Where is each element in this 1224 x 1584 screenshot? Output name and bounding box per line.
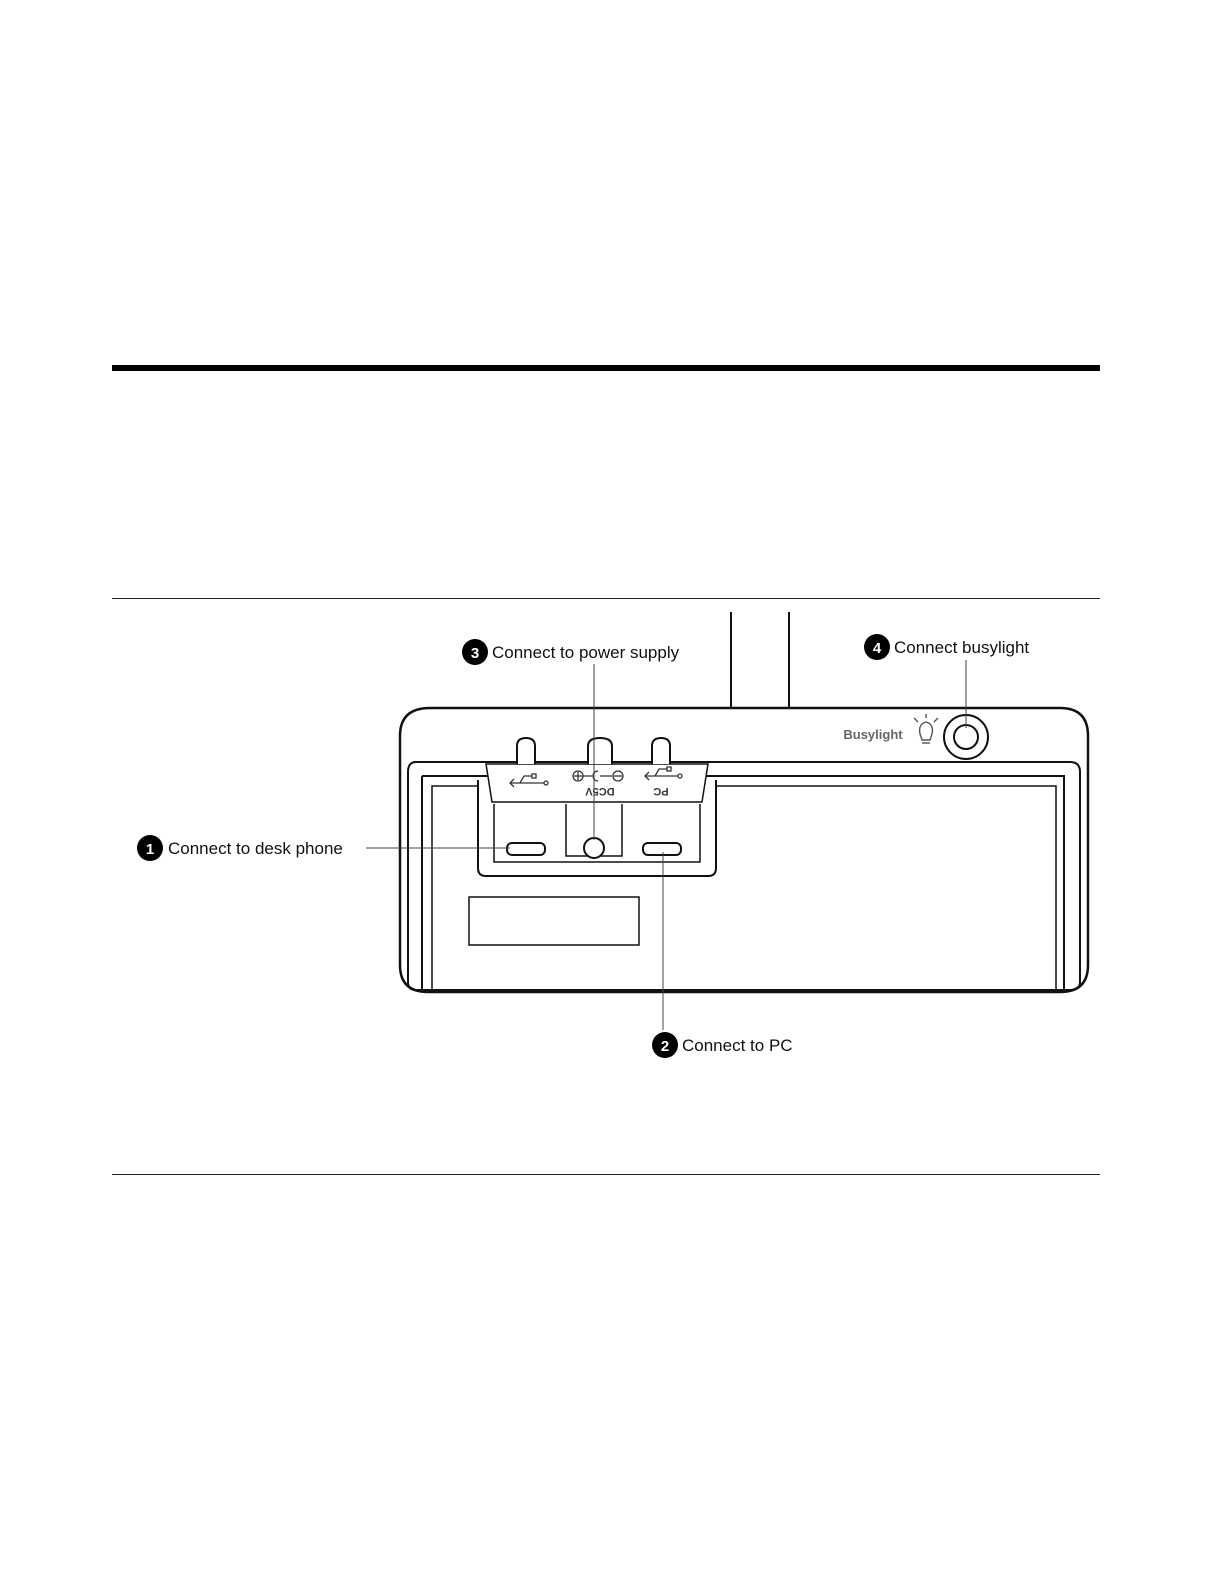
svg-text:1: 1 [146, 841, 154, 858]
power-jack [584, 838, 604, 858]
cable [731, 612, 789, 708]
svg-text:Connect to power supply: Connect to power supply [492, 643, 680, 662]
svg-text:Connect to PC: Connect to PC [682, 1036, 793, 1055]
svg-text:Connect busylight: Connect busylight [894, 638, 1029, 657]
callout-busylight: 4 Connect busylight [864, 634, 1029, 660]
diagram-top-rule [112, 598, 1100, 599]
svg-text:4: 4 [873, 640, 882, 657]
connection-diagram: DC5V PC Busylight 1 Connect to desk phon… [0, 600, 1224, 1170]
callout-power-supply: 3 Connect to power supply [462, 639, 680, 665]
pc-usb-port [643, 843, 681, 855]
desk-phone-usb-port [507, 843, 545, 855]
svg-text:Connect to desk phone: Connect to desk phone [168, 839, 343, 858]
header-rule [112, 365, 1100, 371]
svg-text:2: 2 [661, 1038, 669, 1055]
pc-port-label: PC [653, 785, 668, 797]
diagram-bottom-rule [112, 1174, 1100, 1175]
dc-port-label: DC5V [585, 785, 615, 797]
lightbulb-icon [914, 714, 938, 743]
callout-desk-phone: 1 Connect to desk phone [137, 835, 343, 861]
callout-pc: 2 Connect to PC [652, 1032, 793, 1058]
svg-text:3: 3 [471, 645, 479, 662]
busylight-label: Busylight [843, 727, 903, 742]
